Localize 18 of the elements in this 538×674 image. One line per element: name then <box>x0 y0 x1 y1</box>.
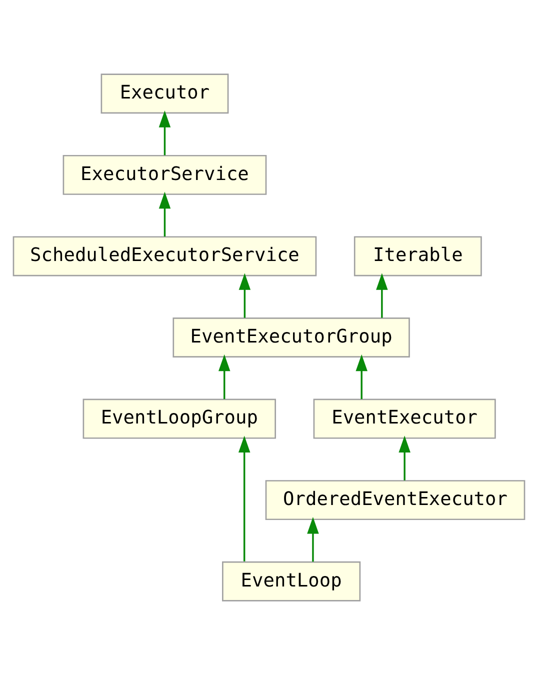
node-box: EventLoopGroup <box>82 398 276 438</box>
arrow <box>376 272 388 318</box>
node-box: Iterable <box>354 236 482 276</box>
arrow <box>356 354 368 399</box>
arrow <box>158 110 171 155</box>
arrow <box>238 272 251 318</box>
node-box: EventExecutor <box>313 398 496 438</box>
node-box: ScheduledExecutorService <box>12 236 317 276</box>
arrow <box>158 191 171 236</box>
node-box: Executor <box>100 73 229 114</box>
node-box: ExecutorService <box>62 154 267 194</box>
arrow <box>307 516 319 562</box>
arrow <box>238 435 250 561</box>
arrow <box>398 435 410 480</box>
node-box: EventExecutorGroup <box>172 317 410 357</box>
node-box: OrderedEventExecutor <box>265 480 526 520</box>
node-box: EventLoop <box>222 560 361 601</box>
arrow <box>218 354 230 399</box>
